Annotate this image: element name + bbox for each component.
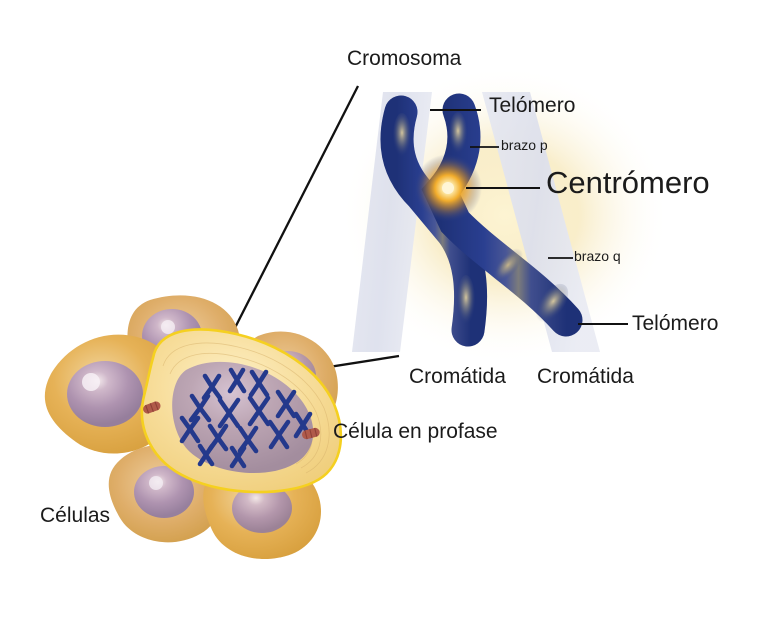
leader-cromosoma [211,85,360,372]
mitochondrion-right [302,427,320,440]
nucleolus-bottom-left [149,476,163,490]
label-telomero-bottom: Telómero [632,312,719,335]
nucleus-chromosomes [179,367,313,469]
telomere-highlight-left-bottom [457,275,475,325]
nucleus-left [67,361,143,427]
label-celulas: Células [40,504,111,527]
leader-lines-chromosome [430,108,628,326]
nucleolus-left [82,373,100,391]
telomere-highlight-right-top [449,112,467,154]
label-celula-en-profase: Célula en profase [333,420,498,443]
chromatid-right [421,93,583,337]
telomere-highlight-right-bottom [535,283,569,323]
label-cromatida-right: Cromátida [537,365,634,388]
chromatid-band-right [482,92,600,352]
label-brazo-p: brazo p [501,137,548,153]
prophase-cell [140,328,343,494]
label-cromosoma: Cromosoma [347,47,462,70]
telomere-highlight-left-top [393,113,411,157]
label-cromatida-left: Cromátida [409,365,506,388]
mitochondria [143,401,320,440]
nucleus-bottom-right [232,483,292,533]
nucleus-bottom-left [134,466,194,518]
nucleolus-top [161,320,175,334]
label-brazo-q: brazo q [574,248,621,264]
mitochondrion-left [143,401,161,414]
arm-q-highlight [493,248,523,282]
label-centromero: Centrómero [546,165,710,200]
chromosome-panel [340,65,670,365]
label-telomero-top: Telómero [489,94,576,117]
centromere-core [442,182,454,194]
cell-cluster [44,295,343,560]
